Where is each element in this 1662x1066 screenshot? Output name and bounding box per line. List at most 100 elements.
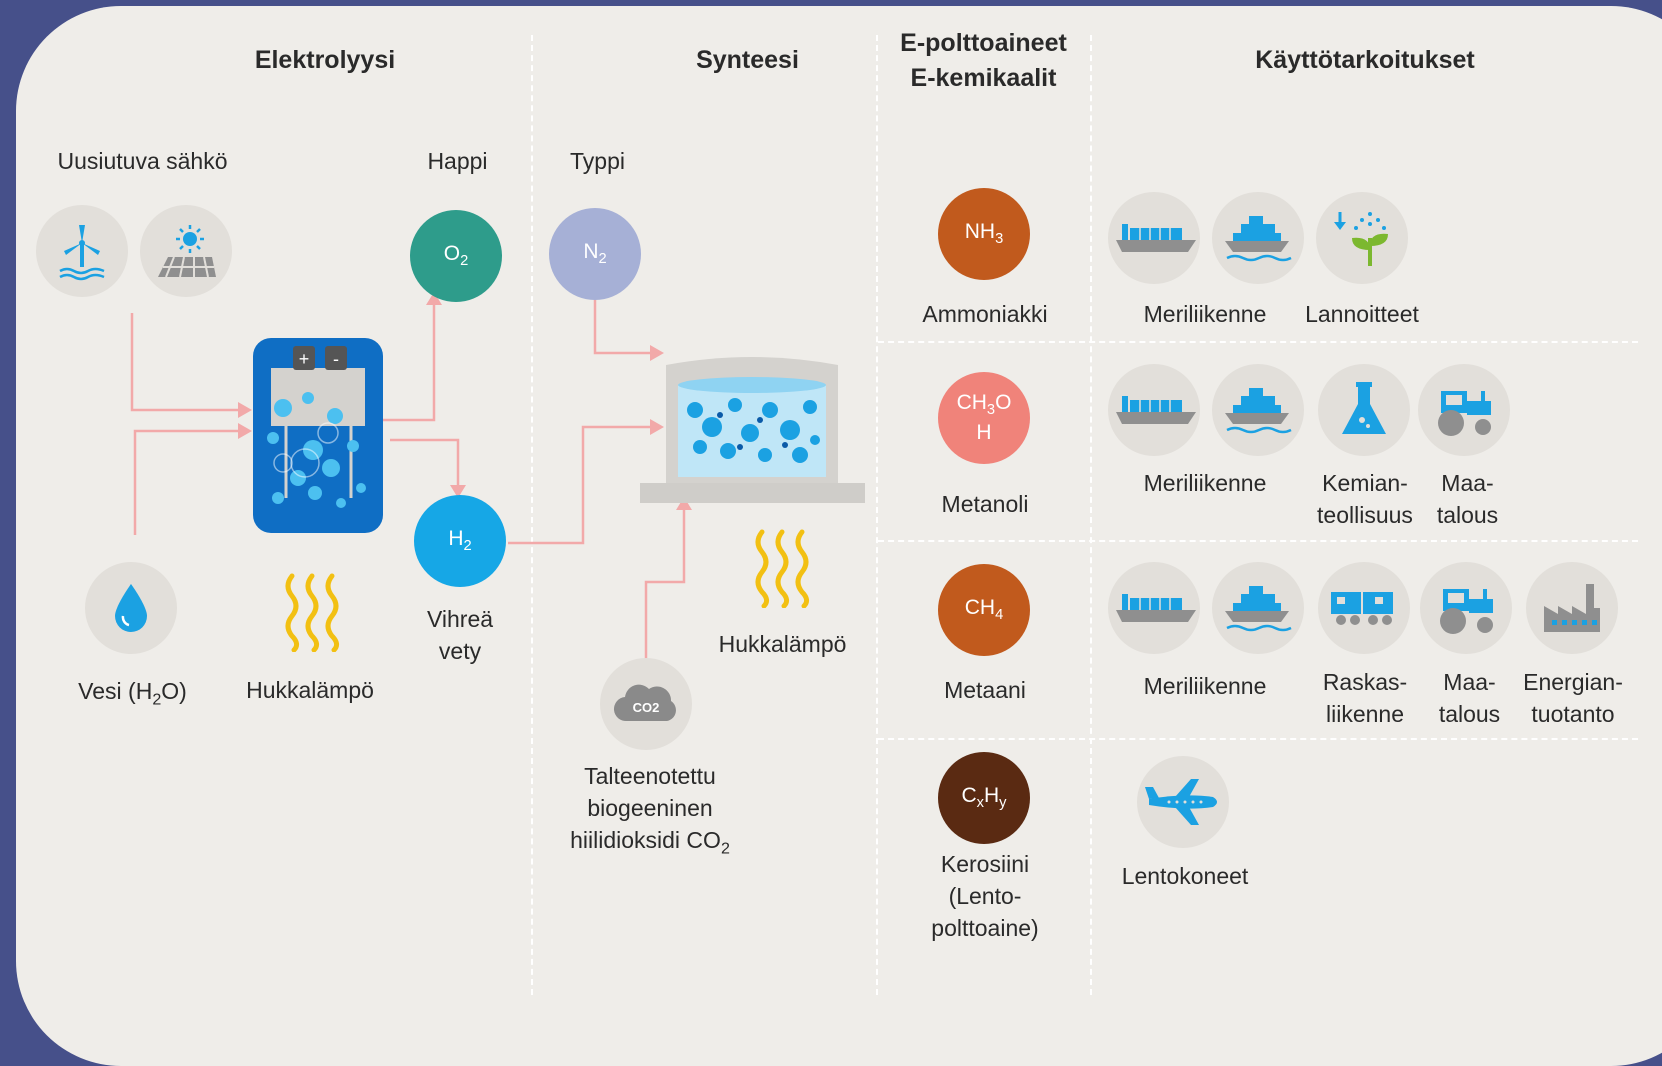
- methane-formula: CH: [964, 596, 996, 620]
- svg-text:-: -: [333, 349, 339, 369]
- header-efuels-line1: E-polttoaineet: [900, 29, 1067, 57]
- tractor-icon: [1420, 562, 1512, 654]
- separator-2: [876, 35, 878, 995]
- label-water: Vesi (H2O): [60, 675, 205, 716]
- label-captured-co2-line3: hiilidioksidi CO: [570, 827, 721, 853]
- label-use-agriculture-2: Maa- talous: [1422, 666, 1517, 730]
- tractor-icon: [1418, 364, 1510, 456]
- label-captured-co2: Talteenotettu biogeeninen hiilidioksidi …: [560, 760, 740, 865]
- oxygen-symbol: O: [443, 242, 461, 266]
- waste-heat-icon-1: [280, 572, 344, 653]
- nitrogen-circle: N2: [549, 208, 641, 300]
- label-green-hydrogen: Vihreä vety: [400, 603, 520, 667]
- nitrogen-subscript: 2: [598, 251, 607, 268]
- label-kerosene: Kerosiini (Lento- polttoaine): [900, 848, 1070, 944]
- label-use-heavy-transport: Raskas- liikenne: [1300, 666, 1430, 730]
- label-use-aviation: Lentokoneet: [1121, 863, 1249, 889]
- row-separator-2: [878, 540, 1638, 542]
- wind-turbine-icon: [36, 205, 128, 297]
- truck-icon: [1318, 562, 1410, 654]
- kerosene-formula-mid: H: [984, 784, 1000, 808]
- methanol-circle: CH3O H: [938, 372, 1030, 464]
- label-water-text: Vesi (H: [78, 678, 153, 704]
- ammonia-circle: NH3: [938, 188, 1030, 280]
- fertilizer-plant-icon: [1316, 192, 1408, 284]
- header-electrolysis: Elektrolyysi: [254, 46, 396, 74]
- label-use-chemical-line1: Kemian-: [1322, 470, 1408, 496]
- label-use-shipping-1: Meriliikenne: [1143, 301, 1267, 327]
- label-green-hydrogen-line2: vety: [438, 638, 482, 664]
- label-use-agriculture-1-line1: Maa-: [1441, 470, 1494, 496]
- label-use-chemical-industry: Kemian- teollisuus: [1295, 467, 1435, 531]
- methanol-formula-end: O: [995, 391, 1012, 415]
- label-use-energy-line2: tuotanto: [1531, 701, 1615, 727]
- lab-flask-icon: [1318, 364, 1410, 456]
- co2-cloud-text: CO2: [633, 700, 660, 715]
- diagram-panel: Elektrolyysi Synteesi E-polttoaineet E-k…: [16, 6, 1662, 1066]
- label-use-fertilizers: Lannoitteet: [1305, 301, 1419, 327]
- ammonia-subscript: 3: [995, 231, 1004, 248]
- label-waste-heat-1: Hukkalämpö: [246, 677, 374, 703]
- separator-3: [1090, 35, 1092, 995]
- label-methanol: Metanoli: [941, 491, 1029, 517]
- cruise-ship-icon: [1212, 364, 1304, 456]
- factory-icon: [1526, 562, 1618, 654]
- cruise-ship-icon: [1212, 192, 1304, 284]
- label-waste-heat-2: Hukkalämpö: [718, 631, 847, 657]
- label-water-subscript: 2: [152, 690, 162, 709]
- label-methane: Metaani: [944, 677, 1026, 703]
- synthesis-reactor-icon: [640, 355, 865, 503]
- waste-heat-icon-2: [750, 528, 814, 609]
- methanol-formula-line2: H: [976, 421, 992, 445]
- hydrogen-circle: H2: [414, 495, 506, 587]
- label-ammonia: Ammoniakki: [922, 301, 1048, 327]
- methane-subscript: 4: [995, 607, 1004, 624]
- kerosene-circle: CxHy: [938, 752, 1030, 844]
- label-use-agriculture-2-line1: Maa-: [1443, 669, 1496, 695]
- label-oxygen: Happi: [427, 148, 488, 174]
- label-use-chemical-line2: teollisuus: [1317, 502, 1413, 528]
- header-efuels: E-polttoaineet E-kemikaalit: [876, 26, 1091, 96]
- label-water-end: O): [161, 678, 187, 704]
- row-separator-3: [878, 738, 1638, 740]
- label-use-energy-production: Energian- tuotanto: [1518, 666, 1628, 730]
- label-use-agriculture-1-line2: talous: [1436, 502, 1499, 528]
- cruise-ship-icon: [1212, 562, 1304, 654]
- label-captured-co2-subscript: 2: [720, 839, 730, 858]
- label-green-hydrogen-line1: Vihreä: [426, 606, 494, 632]
- water-drop-icon: [85, 562, 177, 654]
- label-use-shipping-3: Meriliikenne: [1143, 673, 1267, 699]
- svg-text:+: +: [299, 349, 310, 369]
- label-kerosene-line2: (Lento-: [948, 883, 1022, 909]
- ammonia-formula: NH: [964, 220, 996, 244]
- co2-cloud-icon: CO2: [600, 658, 692, 750]
- label-kerosene-line1: Kerosiini: [940, 851, 1030, 877]
- label-use-heavy-line2: liikenne: [1326, 701, 1404, 727]
- kerosene-subscript-y: y: [999, 795, 1007, 812]
- airplane-icon: [1137, 756, 1229, 848]
- header-efuels-line2: E-kemikaalit: [910, 64, 1057, 92]
- methane-circle: CH4: [938, 564, 1030, 656]
- cargo-ship-icon: [1108, 192, 1200, 284]
- row-separator-1: [878, 341, 1638, 343]
- methanol-subscript: 3: [986, 402, 996, 419]
- electrolyzer-icon: + -: [253, 338, 383, 533]
- header-uses: Käyttötarkoitukset: [1255, 46, 1475, 74]
- oxygen-subscript: 2: [460, 253, 469, 270]
- label-renewable-electricity: Uusiutuva sähkö: [57, 148, 228, 174]
- kerosene-formula: C: [961, 784, 977, 808]
- hydrogen-subscript: 2: [463, 538, 472, 555]
- separator-1: [531, 35, 533, 995]
- label-captured-co2-line1: Talteenotettu: [584, 763, 716, 789]
- cargo-ship-icon: [1108, 364, 1200, 456]
- header-synthesis: Synteesi: [696, 46, 799, 74]
- oxygen-circle: O2: [410, 210, 502, 302]
- kerosene-subscript-x: x: [976, 795, 984, 812]
- solar-panel-icon: [140, 205, 232, 297]
- cargo-ship-icon: [1108, 562, 1200, 654]
- methanol-formula: CH: [956, 391, 987, 415]
- label-use-agriculture-1: Maa- talous: [1420, 467, 1515, 531]
- label-nitrogen: Typpi: [570, 148, 625, 174]
- flow-arrows: [130, 292, 692, 662]
- hydrogen-symbol: H: [448, 527, 464, 551]
